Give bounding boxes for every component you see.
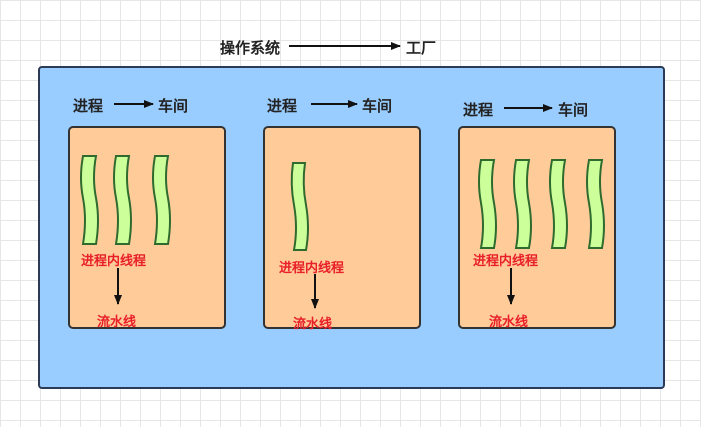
thread-3-4 [586,159,605,249]
workshop-3-label: 车间 [558,101,589,119]
process-3-label: 进程 [463,101,494,119]
pipeline-label-2: 流水线 [293,317,333,332]
thread-3-1 [478,159,497,249]
thread-1-3 [152,155,171,245]
pipeline-label-1: 流水线 [97,315,137,330]
thread-1-2 [113,155,132,245]
thread-2-1 [290,162,309,251]
process-1-label: 进程 [73,97,104,115]
process-box-2 [263,126,421,329]
workshop-1-label: 车间 [158,97,189,115]
thread-label-2: 进程内线程 [279,261,345,276]
thread-label-3: 进程内线程 [473,254,539,269]
pipeline-label-3: 流水线 [489,315,529,330]
thread-3-3 [549,159,568,249]
process-2-label: 进程 [267,97,298,115]
thread-3-2 [513,159,532,249]
thread-1-1 [80,155,99,245]
workshop-2-label: 车间 [362,97,393,115]
thread-label-1: 进程内线程 [81,254,147,269]
factory-label: 工厂 [406,39,437,57]
os-label: 操作系统 [220,39,281,57]
